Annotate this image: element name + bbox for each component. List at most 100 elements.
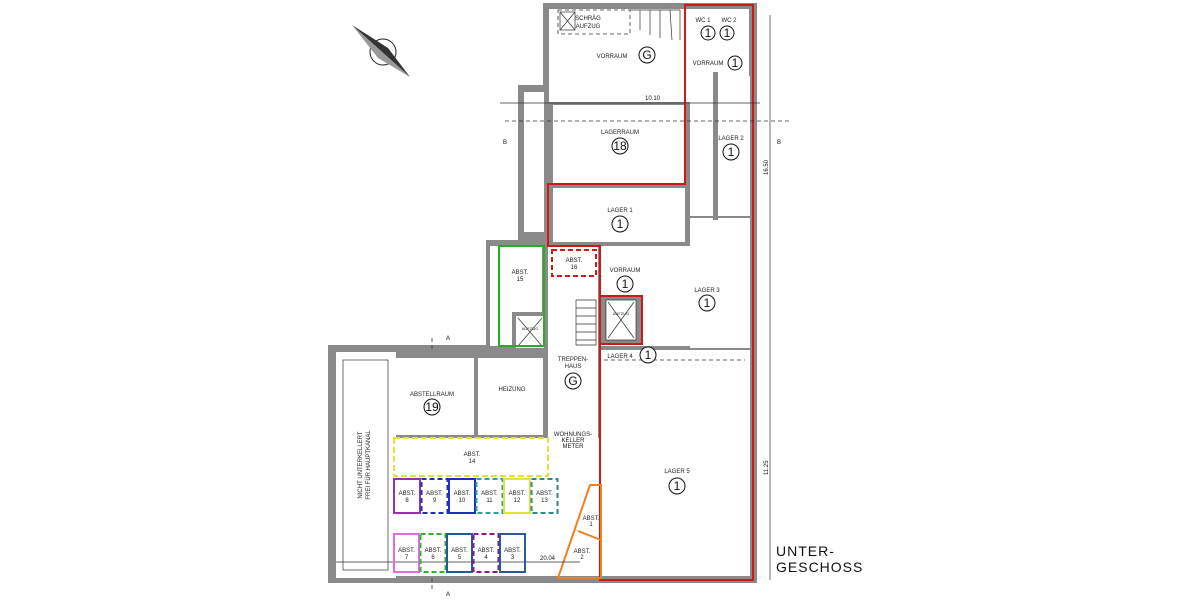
abst-8-outline: [393, 478, 421, 514]
label-lager3: LAGER 3: [694, 288, 720, 294]
floor-label-line2: GESCHOSS: [776, 559, 863, 575]
label-treppenhaus-2: HAUS: [565, 364, 582, 370]
room-number: 1: [732, 56, 739, 70]
dim-right-upper: 16.50: [764, 159, 770, 175]
section-b-right: B: [777, 140, 781, 146]
abst-4-label: ABST.: [478, 548, 495, 554]
room-number: 1: [645, 348, 652, 362]
room-number: 19: [425, 400, 439, 414]
room-number: 1: [728, 145, 735, 159]
label-wohnungskeller-3: METER: [563, 444, 585, 450]
abst-13-label: ABST.: [536, 491, 553, 497]
abst-6-label: 6: [431, 555, 435, 561]
label-lager1: LAGER 1: [607, 208, 633, 214]
abst-11-label: 11: [486, 498, 493, 504]
label-aufzug: AUFZUG: [613, 311, 629, 316]
abst-9-label: 9: [433, 498, 437, 504]
abst-6-label: ABST.: [425, 548, 442, 554]
room-number: 1: [705, 26, 712, 40]
room-number: 1: [622, 277, 629, 291]
abst-3-label: 3: [511, 555, 515, 561]
label-hauptkanal: FREI FÜR HAUPTKANAL: [365, 430, 372, 500]
room-labels: SCHRÄG AUFZUG VORRAUM G WC 1 WC 2 1 1 VO…: [358, 15, 744, 561]
label-wohnungskeller-2: KELLER: [561, 438, 585, 444]
abst-5-label: 5: [458, 555, 462, 561]
label-treppenhaus: TREPPEN-: [558, 357, 588, 363]
abst-orange-outline: [556, 484, 602, 579]
room-number: G: [642, 48, 651, 62]
abst-12-label: 12: [514, 498, 521, 504]
abst-7-label: ABST.: [398, 548, 415, 554]
storage-compartments: ABST.8ABST.9ABST.10ABST.11ABST.12ABST.13…: [393, 478, 559, 573]
label-abst1-num: 1: [589, 522, 593, 528]
room-number: 1: [674, 479, 681, 493]
label-abst14: ABST.: [464, 452, 481, 458]
room-number: 1: [704, 296, 711, 310]
label-wc1: WC 1: [696, 18, 712, 24]
label-abst1: ABST.: [583, 516, 600, 522]
abst-10-label: ABST.: [454, 491, 471, 497]
label-nicht-unterkellert: NICHT UNTERKELLERT: [358, 431, 364, 498]
label-schraeg: SCHRÄG: [575, 15, 601, 22]
label-lagerraum: LAGERRAUM: [601, 130, 639, 136]
label-abst16: ABST.: [566, 258, 583, 264]
abst-4-label: 4: [484, 555, 488, 561]
label-abst16-num: 16: [571, 265, 578, 271]
abst-3-label: ABST.: [504, 548, 521, 554]
label-abstellraum: ABSTELLRAUM: [410, 392, 454, 398]
label-aufzug-small: AUFZUG: [522, 326, 538, 331]
label-abst14-num: 14: [469, 459, 476, 465]
label-vorraum-mid: VORRAUM: [610, 268, 641, 274]
abst-5-outline: [446, 533, 473, 573]
section-a-top: A: [446, 336, 450, 342]
abst-10-label: 10: [459, 498, 466, 504]
floor-label-line1: UNTER-: [776, 543, 835, 559]
abst-14-outline: [393, 437, 549, 477]
abst-15-outline: [498, 245, 545, 347]
dimension-lines: [336, 15, 790, 592]
label-abst15-num: 15: [517, 277, 524, 283]
room-number: 18: [613, 139, 627, 153]
label-lager2: LAGER 2: [718, 136, 744, 142]
room-number: 1: [724, 26, 731, 40]
abst-13-outline: [530, 478, 559, 514]
abst-6-outline: [419, 533, 447, 573]
abst-5-label: ABST.: [451, 548, 468, 554]
abst-10-outline: [448, 478, 476, 514]
abst-11-outline: [475, 478, 504, 514]
label-wohnungskeller: WOHNUNGS-: [554, 432, 592, 438]
staircase: [517, 9, 681, 347]
label-heizung: HEIZUNG: [499, 387, 526, 393]
label-abst2: ABST.: [574, 549, 591, 555]
label-vorraum-top: VORRAUM: [597, 54, 628, 60]
section-b-left: B: [503, 140, 507, 146]
abst-8-label: ABST.: [399, 491, 416, 497]
abst-12-label: ABST.: [509, 491, 526, 497]
label-abst2-num: 2: [580, 555, 584, 561]
abst-11-label: ABST.: [481, 491, 498, 497]
label-abst15: ABST.: [512, 270, 529, 276]
dim-right-lower: 11.25: [764, 460, 770, 475]
label-wc2: WC 2: [722, 18, 738, 24]
label-lager5: LAGER 5: [664, 469, 690, 475]
rental-area-outline: [547, 4, 754, 581]
dim-top-width: 10.10: [645, 96, 661, 102]
abst-8-label: 8: [405, 498, 409, 504]
abst-7-label: 7: [405, 555, 409, 561]
abst-13-label: 13: [541, 498, 548, 504]
abst-9-label: ABST.: [426, 491, 443, 497]
label-vorraum-wc: VORRAUM: [693, 61, 724, 67]
abst-3-outline: [499, 533, 526, 573]
room-number: G: [568, 374, 577, 388]
dim-bottom-width: 20.04: [540, 556, 556, 562]
label-aufzug-top: AUFZUG: [576, 24, 601, 30]
north-arrow-icon: [352, 25, 410, 77]
room-number: 1: [617, 217, 624, 231]
section-a-bottom: A: [446, 592, 450, 598]
abst-12-outline: [503, 478, 531, 514]
abst-7-outline: [393, 533, 420, 573]
label-lager4: LAGER 4: [607, 354, 633, 360]
abst-4-outline: [472, 533, 500, 573]
abst-9-outline: [420, 478, 449, 514]
